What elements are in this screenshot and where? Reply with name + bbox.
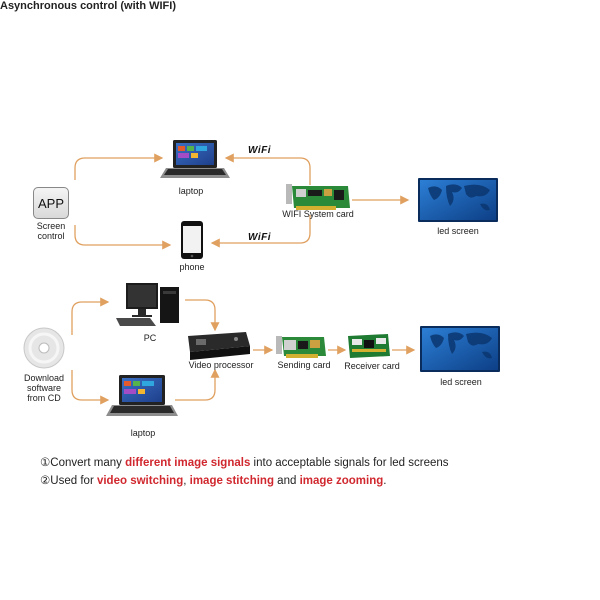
arrow-card-phone: [210, 215, 311, 248]
arrow-cd-pc: [71, 297, 110, 335]
note-2-sep-1: ,: [183, 475, 190, 487]
arrow-laptop-processor: [175, 368, 220, 401]
top-led-screen-icon: [418, 178, 498, 222]
wifi-badge-bottom: WiFi: [248, 232, 272, 243]
sending-card-label: Sending card: [277, 360, 331, 370]
note-2-suffix: .: [383, 475, 387, 487]
note-1-highlight: different image signals: [125, 457, 251, 469]
note-2-highlight-1: video switching: [96, 475, 184, 487]
note-line-2: ②Used for video switching, image stitchi…: [40, 473, 386, 487]
arrow-app-phone: [74, 225, 172, 250]
note-2-prefix: ②Used for: [40, 475, 97, 487]
top-laptop-label: laptop: [178, 186, 204, 196]
phone-icon: [181, 221, 203, 259]
screen-label: Screen: [36, 221, 66, 231]
note-2-highlight-3: image zooming: [299, 475, 384, 487]
top-laptop-icon: [160, 140, 230, 178]
note-line-1: ①Convert many different image signals in…: [40, 455, 449, 469]
video-processor-label: Video processor: [188, 360, 254, 370]
note-1-prefix: ①Convert many: [40, 457, 126, 469]
note-1-suffix: into acceptable signals for led screens: [250, 457, 449, 469]
phone-label: phone: [179, 262, 205, 272]
top-led-screen-label: led screen: [437, 226, 479, 236]
sending-card-icon: [276, 336, 326, 358]
bottom-arrows: [71, 297, 416, 405]
app-icon: APP: [33, 187, 69, 219]
app-icon-text: APP: [37, 195, 64, 211]
wifi-badge-top: WiFi: [248, 145, 272, 156]
bottom-led-screen-label: led screen: [440, 377, 482, 387]
cd-label-1: Download: [23, 373, 65, 383]
bottom-laptop-label: laptop: [130, 428, 156, 438]
cd-label-3: from CD: [27, 393, 61, 403]
cd-icon: [23, 327, 65, 369]
note-2-sep-2: and: [273, 475, 300, 487]
pc-label: PC: [143, 333, 157, 343]
arrow-cd-laptop: [71, 370, 110, 405]
cd-label-2: software: [26, 383, 62, 393]
arrow-app-laptop: [74, 153, 164, 180]
arrow-card-laptop: [224, 153, 311, 185]
bottom-laptop-icon: [106, 375, 178, 416]
control-label: control: [37, 231, 65, 241]
page-title: Asynchronous control (with WIFI): [0, 0, 176, 12]
wifi-system-card-icon: [286, 184, 350, 210]
top-arrows: [74, 153, 410, 250]
receiver-card-icon: [348, 334, 390, 358]
note-2-highlight-2: image stitching: [189, 475, 274, 487]
pc-icon: [116, 283, 179, 326]
bottom-led-screen-icon: [420, 326, 500, 372]
receiver-card-label: Receiver card: [344, 361, 400, 371]
arrow-pc-processor: [185, 299, 220, 332]
video-processor-icon: [188, 332, 250, 360]
wifi-card-label: WIFI System card: [282, 209, 354, 219]
